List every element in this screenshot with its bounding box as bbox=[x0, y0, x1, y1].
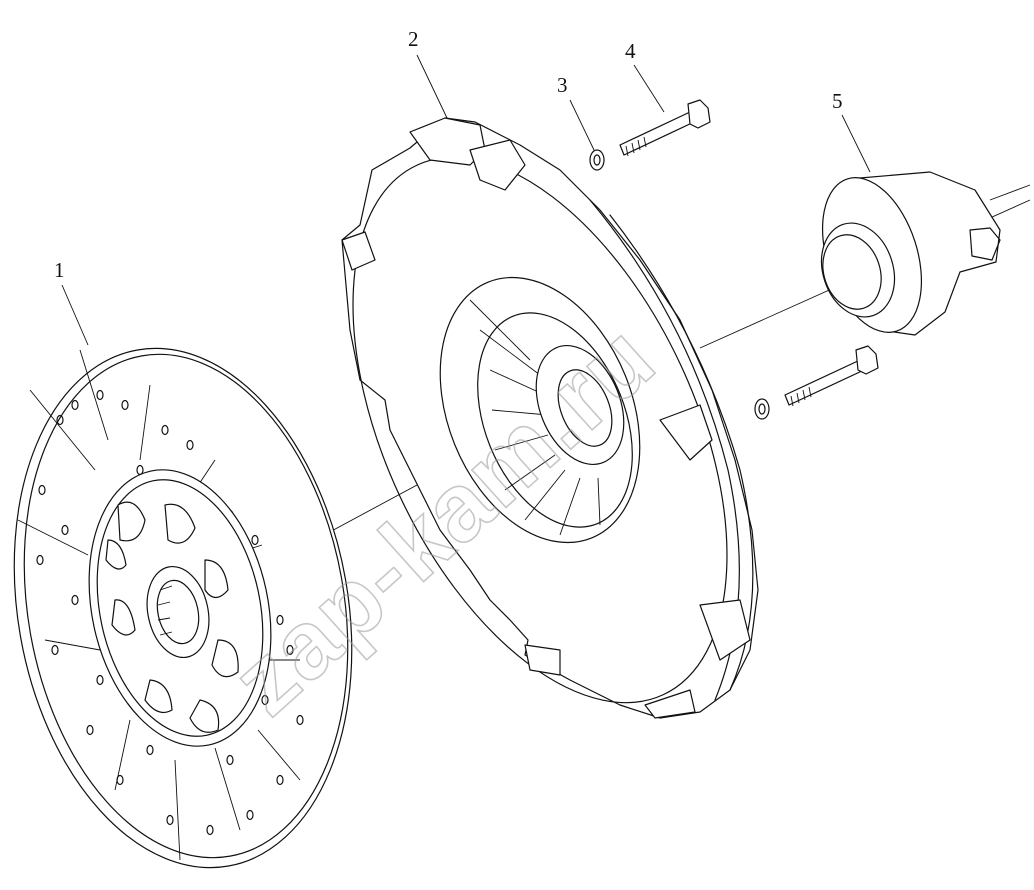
clutch-disc bbox=[13, 347, 353, 869]
callout-5: 5 bbox=[832, 89, 843, 113]
callout-2: 2 bbox=[408, 27, 419, 51]
callout-1: 1 bbox=[54, 258, 65, 282]
leader-lines bbox=[61, 54, 871, 346]
damper-springs bbox=[105, 501, 239, 733]
bolt-lower bbox=[784, 345, 879, 407]
callout-4: 4 bbox=[625, 39, 636, 63]
bolt-part-4 bbox=[619, 99, 711, 157]
pressure-plate-assembly bbox=[341, 117, 759, 719]
release-bearing-part-5 bbox=[820, 171, 1031, 336]
callout-3: 3 bbox=[557, 73, 568, 97]
washer-lower bbox=[754, 398, 770, 420]
washer-part-3 bbox=[589, 149, 605, 171]
